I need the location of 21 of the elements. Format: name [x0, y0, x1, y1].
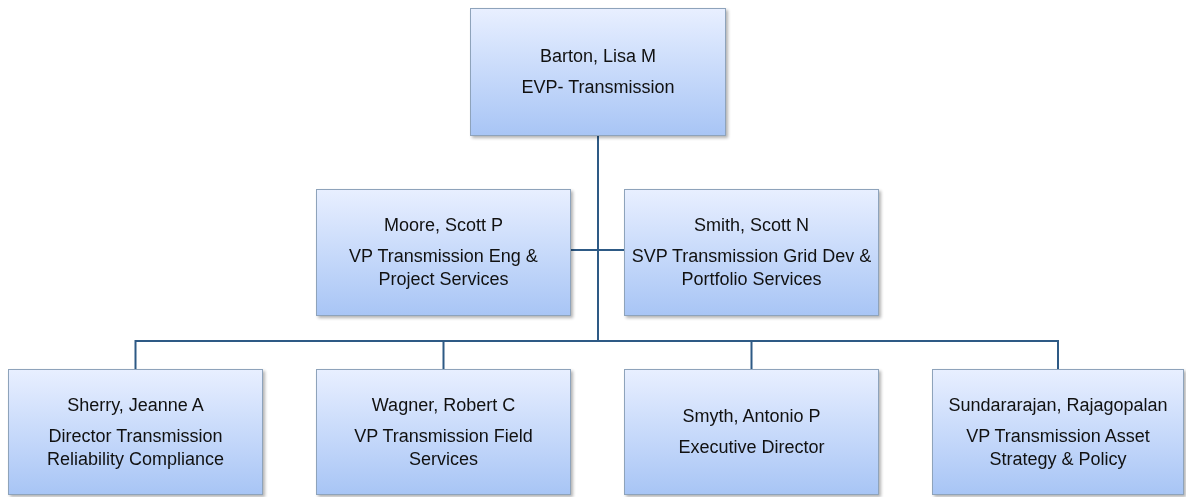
job-title: SVP Transmission Grid Dev & Portfolio Services: [630, 245, 873, 291]
person-name: Barton, Lisa M: [539, 45, 657, 68]
person-name: Wagner, Robert C: [371, 393, 516, 417]
org-box: [624, 369, 879, 495]
job-title: Executive Director: [678, 436, 825, 459]
person-name: Sherry, Jeanne A: [67, 393, 204, 417]
org-box: [8, 369, 263, 495]
job-title: VP Transmission Eng & Project Services: [348, 245, 539, 291]
job-title: VP Transmission Field Services: [353, 424, 534, 471]
person-name: Smyth, Antonio P: [682, 405, 821, 428]
job-title: EVP- Transmission: [521, 76, 675, 99]
org-box: [316, 369, 571, 495]
person-name: Moore, Scott P: [383, 214, 504, 237]
org-box: [932, 369, 1184, 495]
person-name: Smith, Scott N: [694, 214, 809, 237]
job-title: Director Transmission Reliability Compliance: [45, 424, 226, 471]
org-box: [470, 8, 726, 136]
org-box: [316, 189, 571, 316]
job-title: VP Transmission Asset Strategy & Policy: [965, 424, 1151, 471]
person-name: Sundararajan, Rajagopalan: [948, 393, 1168, 417]
org-box: [624, 189, 879, 316]
